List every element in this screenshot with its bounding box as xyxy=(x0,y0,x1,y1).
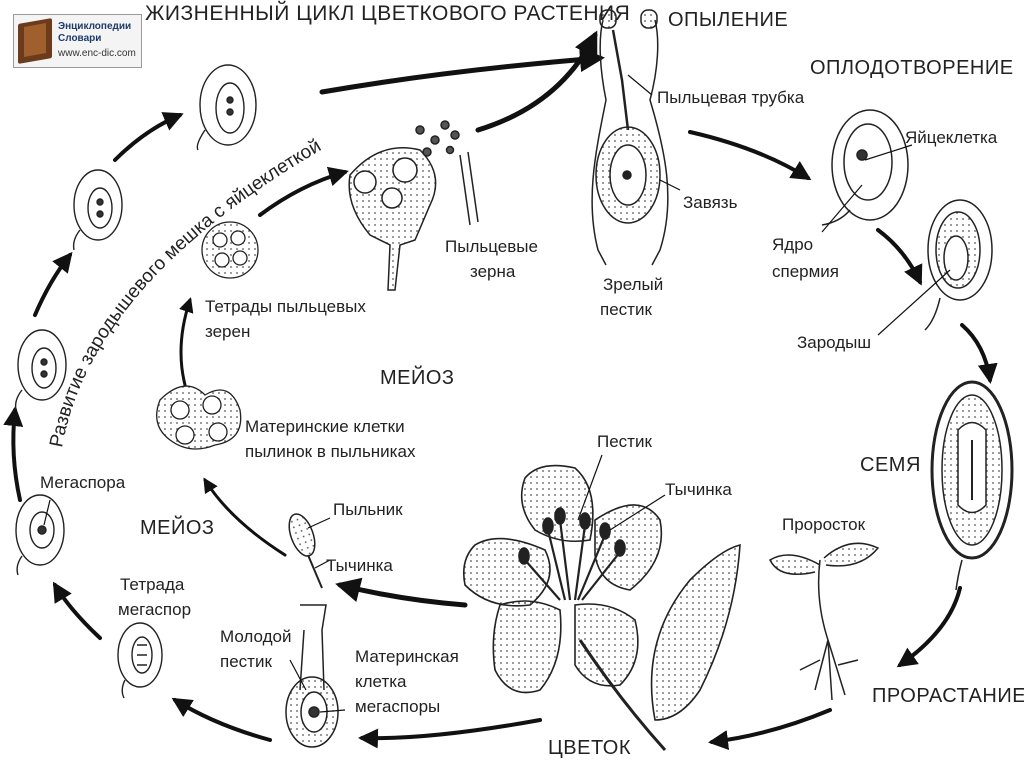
label-mother-cells-2: пылинок в пыльниках xyxy=(245,442,415,462)
label-stamen-flower: Тычинка xyxy=(665,480,732,500)
label-mature-pistil-1: Зрелый xyxy=(603,275,663,295)
stage-germination: ПРОРАСТАНИЕ xyxy=(872,686,1024,706)
label-mature-pistil-2: пестик xyxy=(600,300,652,320)
book-icon xyxy=(18,18,52,64)
label-ovary: Завязь xyxy=(683,193,737,213)
stage-seed: СЕМЯ xyxy=(860,455,921,475)
ovule-stage-1 xyxy=(197,65,256,150)
arrow-sac-2-to-sac-3 xyxy=(115,115,180,160)
arrow-stamen-to-mother xyxy=(205,480,285,555)
label-tetrads-1: Тетрады пыльцевых xyxy=(205,297,366,317)
stage-flower: ЦВЕТОК xyxy=(548,738,631,758)
label-seedling: Проросток xyxy=(782,515,865,535)
label-young-pistil-1: Молодой xyxy=(220,627,292,647)
arrow-young-pistil-to-tetrad xyxy=(175,700,270,740)
mature-pistil-illustration xyxy=(592,10,668,265)
seed-illustration xyxy=(932,382,1012,590)
label-megaspore-mother-2: клетка xyxy=(355,672,407,692)
label-stamen-left: Тычинка xyxy=(326,556,393,576)
label-megaspore-mother-3: мегаспоры xyxy=(355,697,440,717)
arrow-flower-to-stamen xyxy=(340,585,465,605)
label-pollen-grains-2: зерна xyxy=(470,262,515,282)
label-pistil-flower: Пестик xyxy=(597,432,652,452)
fertilization-ovule-illustration xyxy=(822,110,908,225)
arrow-embryo-to-seed xyxy=(962,325,990,380)
label-sperm-nucleus-2: спермия xyxy=(772,262,839,282)
label-young-pistil-2: пестик xyxy=(220,652,272,672)
arrow-germination-to-flower xyxy=(712,710,830,742)
arrow-megaspore-to-sac-1 xyxy=(13,410,20,500)
ovule-stage-2 xyxy=(74,170,122,250)
encyclopedia-logo: Энциклопедии Словари www.enc-dic.com xyxy=(13,14,142,68)
ovule-tetrad xyxy=(118,623,162,698)
anther-pollen-illustration xyxy=(349,121,478,290)
stage-pollination: ОПЫЛЕНИЕ xyxy=(668,10,788,30)
flower-illustration xyxy=(464,466,740,750)
arrow-pollen-to-pollination xyxy=(478,35,595,130)
label-mother-cells-1: Материнские клетки xyxy=(245,417,405,437)
diagram-title: ЖИЗНЕННЫЙ ЦИКЛ ЦВЕТКОВОГО РАСТЕНИЯ xyxy=(145,4,630,24)
label-sperm-nucleus-1: Ядро xyxy=(772,235,813,255)
stage-meiosis-left: МЕЙОЗ xyxy=(140,518,215,538)
stage-fertilization: ОПЛОДОТВОРЕНИЕ xyxy=(810,58,1014,78)
label-megaspore-tetrad-1: Тетрада xyxy=(120,575,184,595)
mother-cells-illustration xyxy=(157,386,241,449)
arrow-tetrad-to-megaspore xyxy=(55,585,100,638)
label-pollen-grains-1: Пыльцевые xyxy=(445,237,538,257)
arrow-mother-to-tetrads xyxy=(181,300,190,385)
label-pollen-tube: Пыльцевая трубка xyxy=(657,88,804,108)
arrow-pollination-to-fertilization xyxy=(690,132,808,178)
label-anther: Пыльник xyxy=(333,500,403,520)
label-megaspore: Мегаспора xyxy=(40,473,125,493)
logo-url: www.enc-dic.com xyxy=(58,48,136,59)
stage-meiosis-top: МЕЙОЗ xyxy=(380,368,455,388)
logo-line-1: Энциклопедии xyxy=(58,21,131,32)
label-megaspore-tetrad-2: мегаспор xyxy=(118,600,191,620)
arrow-seed-to-germination xyxy=(900,588,960,665)
logo-line-2: Словари xyxy=(58,33,101,44)
ovule-megaspore xyxy=(16,495,64,575)
arrow-flower-to-young-pistil xyxy=(362,720,540,738)
young-pistil-illustration xyxy=(286,605,338,747)
label-egg-cell: Яйцеклетка xyxy=(905,128,997,148)
stamen-illustration xyxy=(284,511,322,588)
embryo-ovule-illustration xyxy=(925,200,992,330)
seedling-illustration xyxy=(770,543,878,700)
label-tetrads-2: зерен xyxy=(205,322,250,342)
arrow-sac-1-to-sac-2 xyxy=(35,255,70,315)
ovule-stage-3 xyxy=(16,330,66,410)
label-embryo: Зародыш xyxy=(797,333,871,353)
label-megaspore-mother-1: Материнская xyxy=(355,647,459,667)
arrow-fertilization-to-embryo xyxy=(878,230,920,282)
